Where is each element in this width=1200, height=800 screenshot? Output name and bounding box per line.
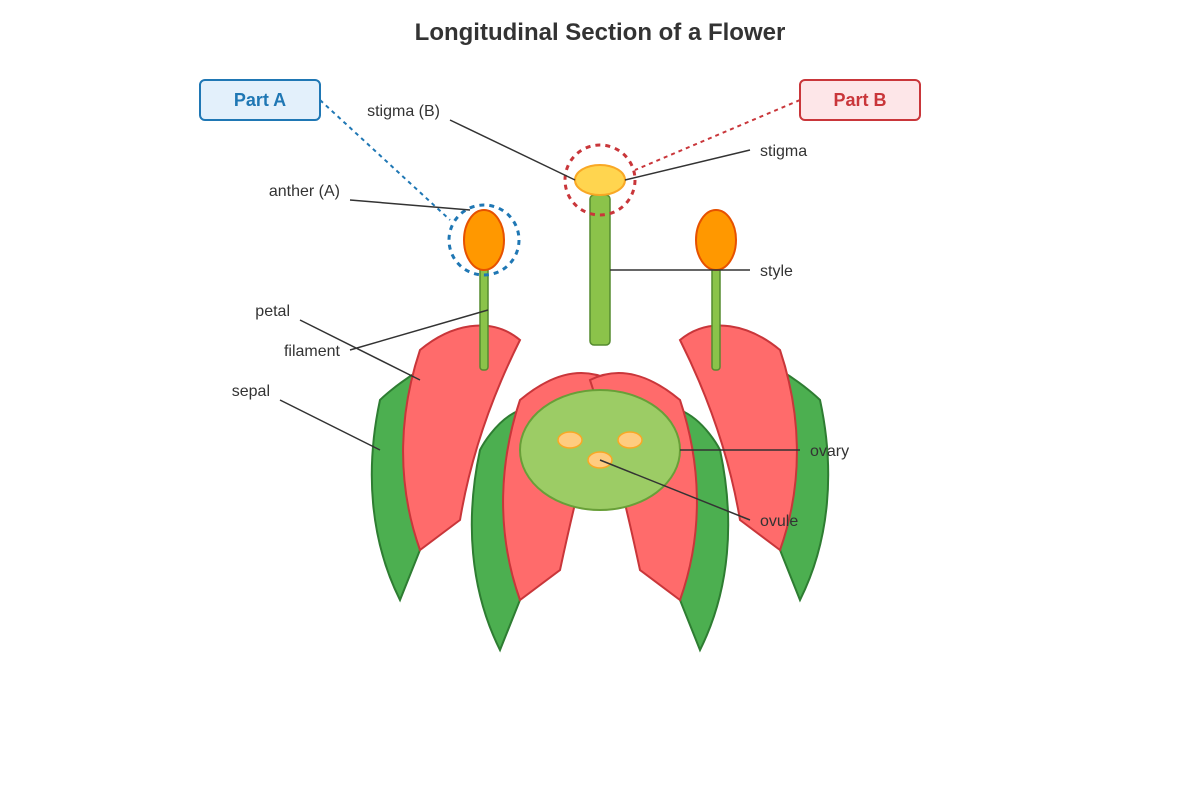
leader-stigma-b [449,119,576,181]
part-b-label: Part B [833,90,886,110]
leader-sepal [279,399,381,451]
label-sepal: sepal [232,383,270,400]
label-anther-a: anther (A) [269,183,340,200]
leader-lines [279,119,800,521]
leader-anther-a [349,199,471,211]
leader-stigma [624,149,751,181]
label-stigma: stigma [760,143,807,160]
ovule-left [557,431,583,449]
label-stigma-b: stigma (B) [367,103,440,120]
part-a-label: Part A [234,90,286,110]
label-ovary: ovary [810,443,849,460]
part-a-highlight-circle [447,203,521,277]
ovary-group [519,389,681,511]
filament-right [711,264,721,371]
style [589,194,611,346]
ovule-right [617,431,643,449]
label-style: style [760,263,793,280]
part-b-highlight-circle [563,143,637,217]
part-b-connector [634,99,801,171]
label-ovule: ovule [760,513,798,530]
labels: stigma (B) anther (A) petal filament sep… [232,103,849,530]
anther-right [695,209,737,271]
leader-petal [299,319,421,381]
label-petal: petal [255,303,290,320]
part-a-connector [319,99,451,221]
anther-left [463,209,505,271]
ovary [519,389,681,511]
leader-filament [349,309,489,351]
leader-ovule [599,459,751,521]
label-filament: filament [284,343,341,360]
part-b-box [799,79,921,121]
part-a-callout: Part A [199,79,321,121]
filament-left [479,264,489,371]
part-b-callout: Part B [799,79,921,121]
diagram-title: Longitudinal Section of a Flower [415,19,786,46]
part-a-box [199,79,321,121]
stigma [574,164,626,196]
